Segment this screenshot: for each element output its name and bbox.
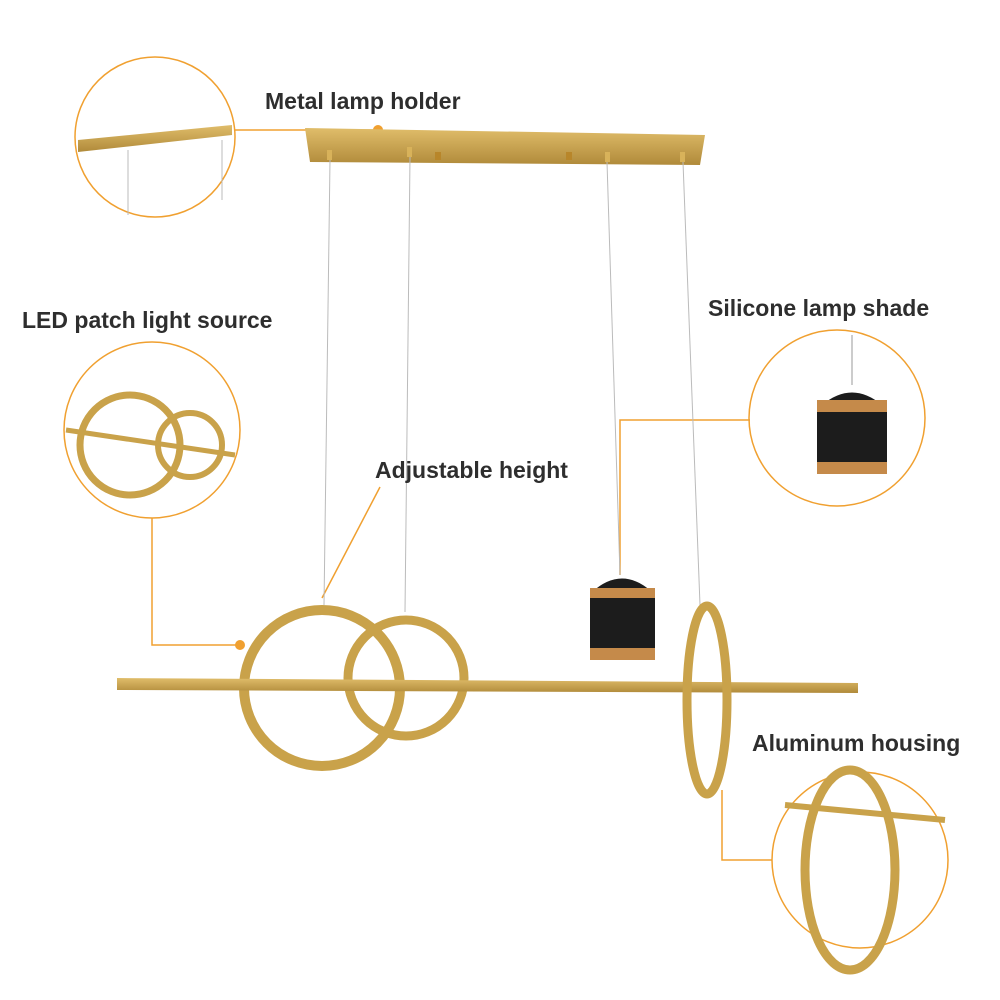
label-silicone-lamp-shade: Silicone lamp shade <box>708 295 930 321</box>
label-led-patch-light-source: LED patch light source <box>22 307 273 333</box>
suspension-wires <box>323 156 701 613</box>
detail-housing <box>784 765 946 975</box>
label-aluminum-housing: Aluminum housing <box>752 730 961 756</box>
label-metal-lamp-holder: Metal lamp holder <box>265 88 461 114</box>
lamp-canopy <box>305 128 705 165</box>
callout-housing <box>721 771 949 949</box>
callout-dot <box>235 640 245 650</box>
detail-holder <box>78 125 232 215</box>
pendant-shade <box>590 578 655 660</box>
detail-led <box>65 391 236 499</box>
callout-led <box>63 341 241 646</box>
callout-height-line <box>321 486 381 599</box>
callout-shade <box>619 329 926 575</box>
label-adjustable-height: Adjustable height <box>375 457 568 483</box>
detail-shade <box>817 335 887 474</box>
ring-fixture <box>117 601 858 799</box>
